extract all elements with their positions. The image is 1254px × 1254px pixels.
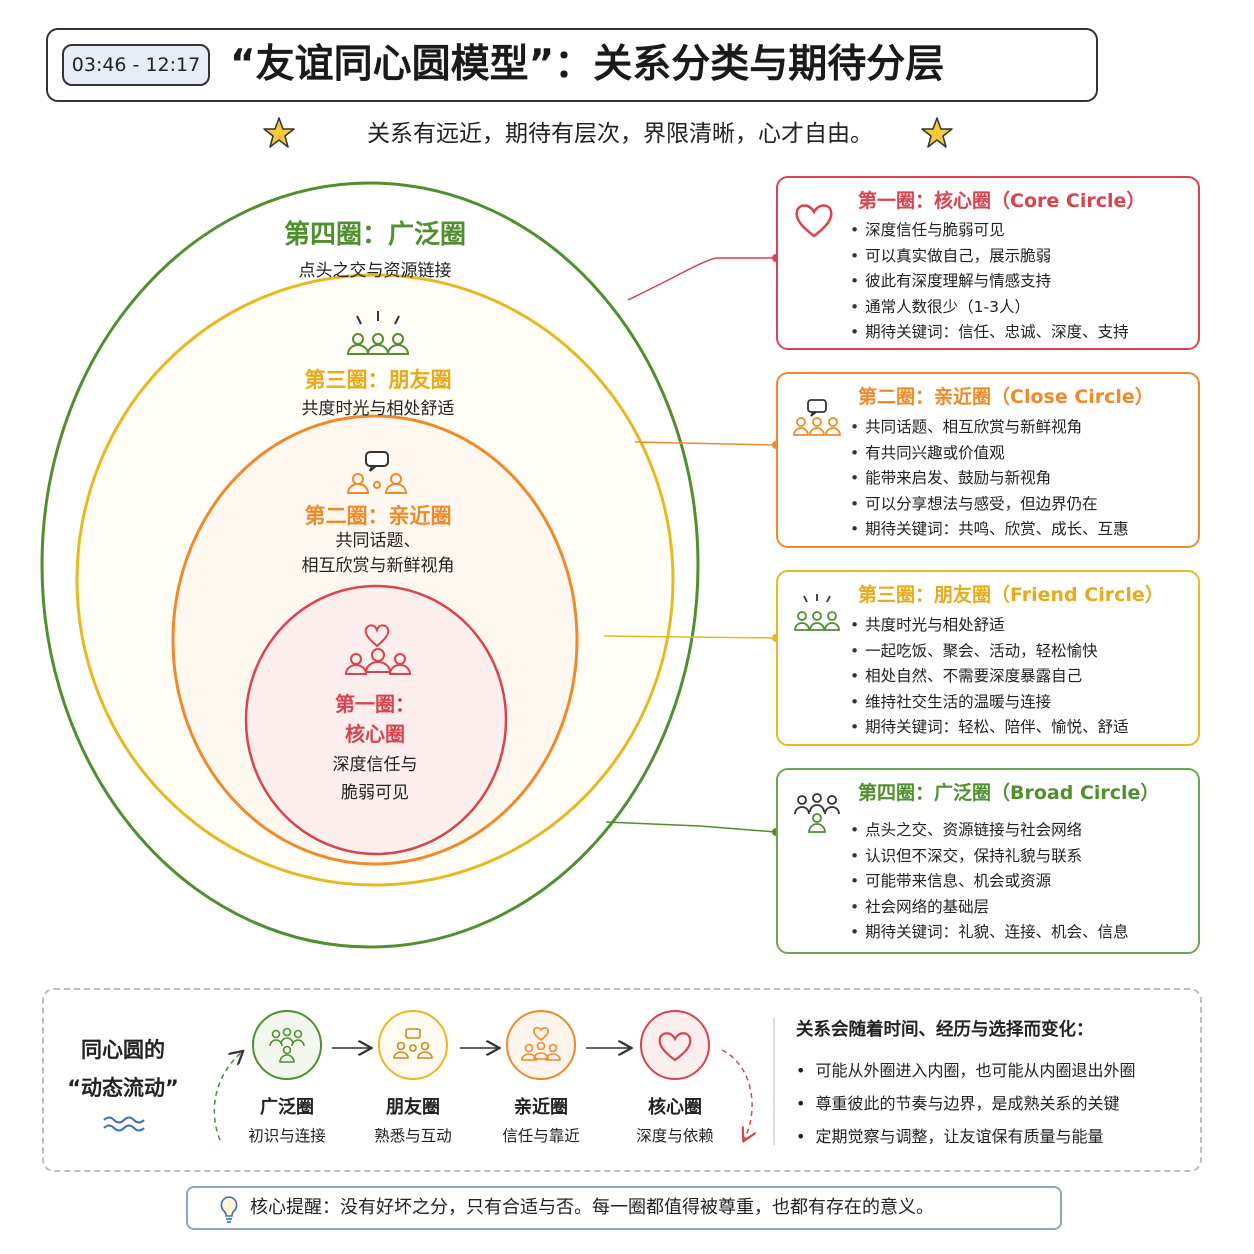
stage-name-core: 核心圈 <box>648 1097 702 1118</box>
title-frame <box>46 28 1098 102</box>
card-close-title: 第二圈：亲近圈（Close Circle） <box>858 386 1154 408</box>
list-item: 能带来启发、鼓励与新视角 <box>850 466 1129 492</box>
card-broad-list: 点头之交、资源链接与社会网络 认识但不深交，保持礼貌与联系 可能带来信息、机会或… <box>850 818 1129 946</box>
stage-close-circle <box>506 1010 576 1080</box>
list-item: 可以分享想法与感受，但边界仍在 <box>850 492 1129 518</box>
list-item: 认识但不深交，保持礼貌与联系 <box>850 844 1129 870</box>
wave-icon <box>103 1116 145 1132</box>
stage-core-circle <box>640 1010 710 1080</box>
dynamic-notes-list: 可能从外圈进入内圈，也可能从内圈退出外圈 尊重彼此的节奏与边界，是成熟关系的关键… <box>796 1054 1135 1153</box>
list-item: 共度时光与相处舒适 <box>850 613 1129 639</box>
list-item: 通常人数很少（1-3人） <box>850 295 1129 321</box>
label-broad-desc: 点头之交与资源链接 <box>298 261 452 281</box>
tip-text: 核心提醒：没有好坏之分，只有合适与否。每一圈都值得被尊重，也都有存在的意义。 <box>250 1197 934 1218</box>
time-range-badge: 03:46 - 12:17 <box>62 44 210 86</box>
subtitle: 关系有远近，期待有层次，界限清晰，心才自由。 <box>367 121 873 147</box>
stage-sub-close: 信任与靠近 <box>502 1127 580 1145</box>
connector-close <box>634 441 777 446</box>
conversation-icon <box>346 451 408 494</box>
card-close-circle: 第二圈：亲近圈（Close Circle） 共同话题、相互欣赏与新鲜视角 有共同… <box>776 372 1200 548</box>
dynamic-flow-panel <box>42 988 1202 1172</box>
heart-people-icon <box>521 1026 561 1061</box>
label-core-title-1: 第一圈： <box>335 692 415 716</box>
label-core-desc-1: 深度信任与 <box>332 755 418 775</box>
stage-friend-circle <box>378 1010 448 1080</box>
list-item: 相处自然、不需要深度暴露自己 <box>850 664 1129 690</box>
list-item: 深度信任与脆弱可见 <box>850 218 1129 244</box>
card-friend-list: 共度时光与相处舒适 一起吃饭、聚会、活动，轻松愉快 相处自然、不需要深度暴露自己… <box>850 613 1129 741</box>
heart-icon <box>658 1032 692 1062</box>
label-friend-title: 第三圈：朋友圈 <box>304 368 452 392</box>
card-broad-title: 第四圈：广泛圈（Broad Circle） <box>858 782 1160 804</box>
dynamic-title-1: 同心圆的 <box>81 1038 165 1062</box>
list-item: 点头之交、资源链接与社会网络 <box>850 818 1129 844</box>
friends-group-icon <box>794 594 840 631</box>
label-core-title-2: 核心圈 <box>345 722 405 746</box>
list-item: 期待关键词：轻松、陪伴、愉悦、舒适 <box>850 715 1129 741</box>
label-broad-title: 第四圈：广泛圈 <box>283 220 466 250</box>
list-item: 期待关键词：共鸣、欣赏、成长、互惠 <box>850 517 1129 543</box>
list-item: 可能从外圈进入内圈，也可能从内圈退出外圈 <box>796 1054 1135 1087</box>
label-close-desc-2: 相互欣赏与新鲜视角 <box>301 556 455 576</box>
stage-sub-friend: 熟悉与互动 <box>374 1127 452 1145</box>
stage-name-friend: 朋友圈 <box>386 1097 440 1118</box>
list-item: 可能带来信息、机会或资源 <box>850 869 1129 895</box>
heart-people-icon <box>344 624 412 675</box>
star-icon <box>921 117 953 148</box>
list-item: 彼此有深度理解与情感支持 <box>850 269 1129 295</box>
friends-group-icon <box>393 1028 433 1059</box>
page-title: “友谊同心圆模型”：关系分类与期待分层 <box>230 42 945 87</box>
card-core-list: 深度信任与脆弱可见 可以真实做自己，展示脆弱 彼此有深度理解与情感支持 通常人数… <box>850 218 1129 346</box>
friends-group-icon <box>346 311 410 355</box>
card-close-list: 共同话题、相互欣赏与新鲜视角 有共同兴趣或价值观 能带来启发、鼓励与新视角 可以… <box>850 415 1129 543</box>
label-friend-desc: 共度时光与相处舒适 <box>301 399 455 419</box>
card-broad-circle: 第四圈：广泛圈（Broad Circle） 点头之交、资源链接与社会网络 认识但… <box>776 768 1200 954</box>
circle-core <box>244 584 508 856</box>
star-icon <box>263 117 295 148</box>
list-item: 可以真实做自己，展示脆弱 <box>850 244 1129 270</box>
stage-sub-core: 深度与依赖 <box>636 1127 714 1145</box>
stage-name-broad: 广泛圈 <box>260 1097 314 1118</box>
list-item: 尊重彼此的节奏与边界，是成熟关系的关键 <box>796 1087 1135 1120</box>
tip-banner <box>186 1186 1062 1230</box>
stage-broad-circle <box>252 1010 322 1080</box>
stage-sub-broad: 初识与连接 <box>248 1127 326 1145</box>
connector-core <box>627 257 776 301</box>
list-item: 社会网络的基础层 <box>850 895 1129 921</box>
card-friend-circle: 第三圈：朋友圈（Friend Circle） 共度时光与相处舒适 一起吃饭、聚会… <box>776 570 1200 746</box>
conversation-icon <box>793 399 841 436</box>
connector-friend <box>603 635 777 639</box>
label-close-title: 第二圈：亲近圈 <box>304 504 452 528</box>
label-close-desc-1: 共同话题、 <box>335 531 421 551</box>
list-item: 维持社交生活的温暖与连接 <box>850 690 1129 716</box>
network-people-icon <box>269 1027 305 1063</box>
list-item: 期待关键词：礼貌、连接、机会、信息 <box>850 920 1129 946</box>
list-item: 期待关键词：信任、忠诚、深度、支持 <box>850 320 1129 346</box>
network-people-icon <box>794 793 840 833</box>
dynamic-notes-heading: 关系会随着时间、经历与选择而变化： <box>796 1020 1094 1040</box>
stage-name-close: 亲近圈 <box>514 1097 568 1118</box>
list-item: 有共同兴趣或价值观 <box>850 441 1129 467</box>
lightbulb-icon <box>220 1196 238 1223</box>
connector-broad <box>605 821 777 833</box>
card-friend-title: 第三圈：朋友圈（Friend Circle） <box>858 584 1164 606</box>
heart-icon <box>795 204 833 238</box>
card-core-circle: 第一圈：核心圈（Core Circle） 深度信任与脆弱可见 可以真实做自己，展… <box>776 176 1200 350</box>
label-core-desc-2: 脆弱可见 <box>341 783 409 803</box>
dynamic-title-2: “动态流动” <box>67 1076 179 1100</box>
card-core-title: 第一圈：核心圈（Core Circle） <box>858 190 1146 212</box>
list-item: 共同话题、相互欣赏与新鲜视角 <box>850 415 1129 441</box>
list-item: 一起吃饭、聚会、活动，轻松愉快 <box>850 639 1129 665</box>
list-item: 定期觉察与调整，让友谊保有质量与能量 <box>796 1120 1135 1153</box>
